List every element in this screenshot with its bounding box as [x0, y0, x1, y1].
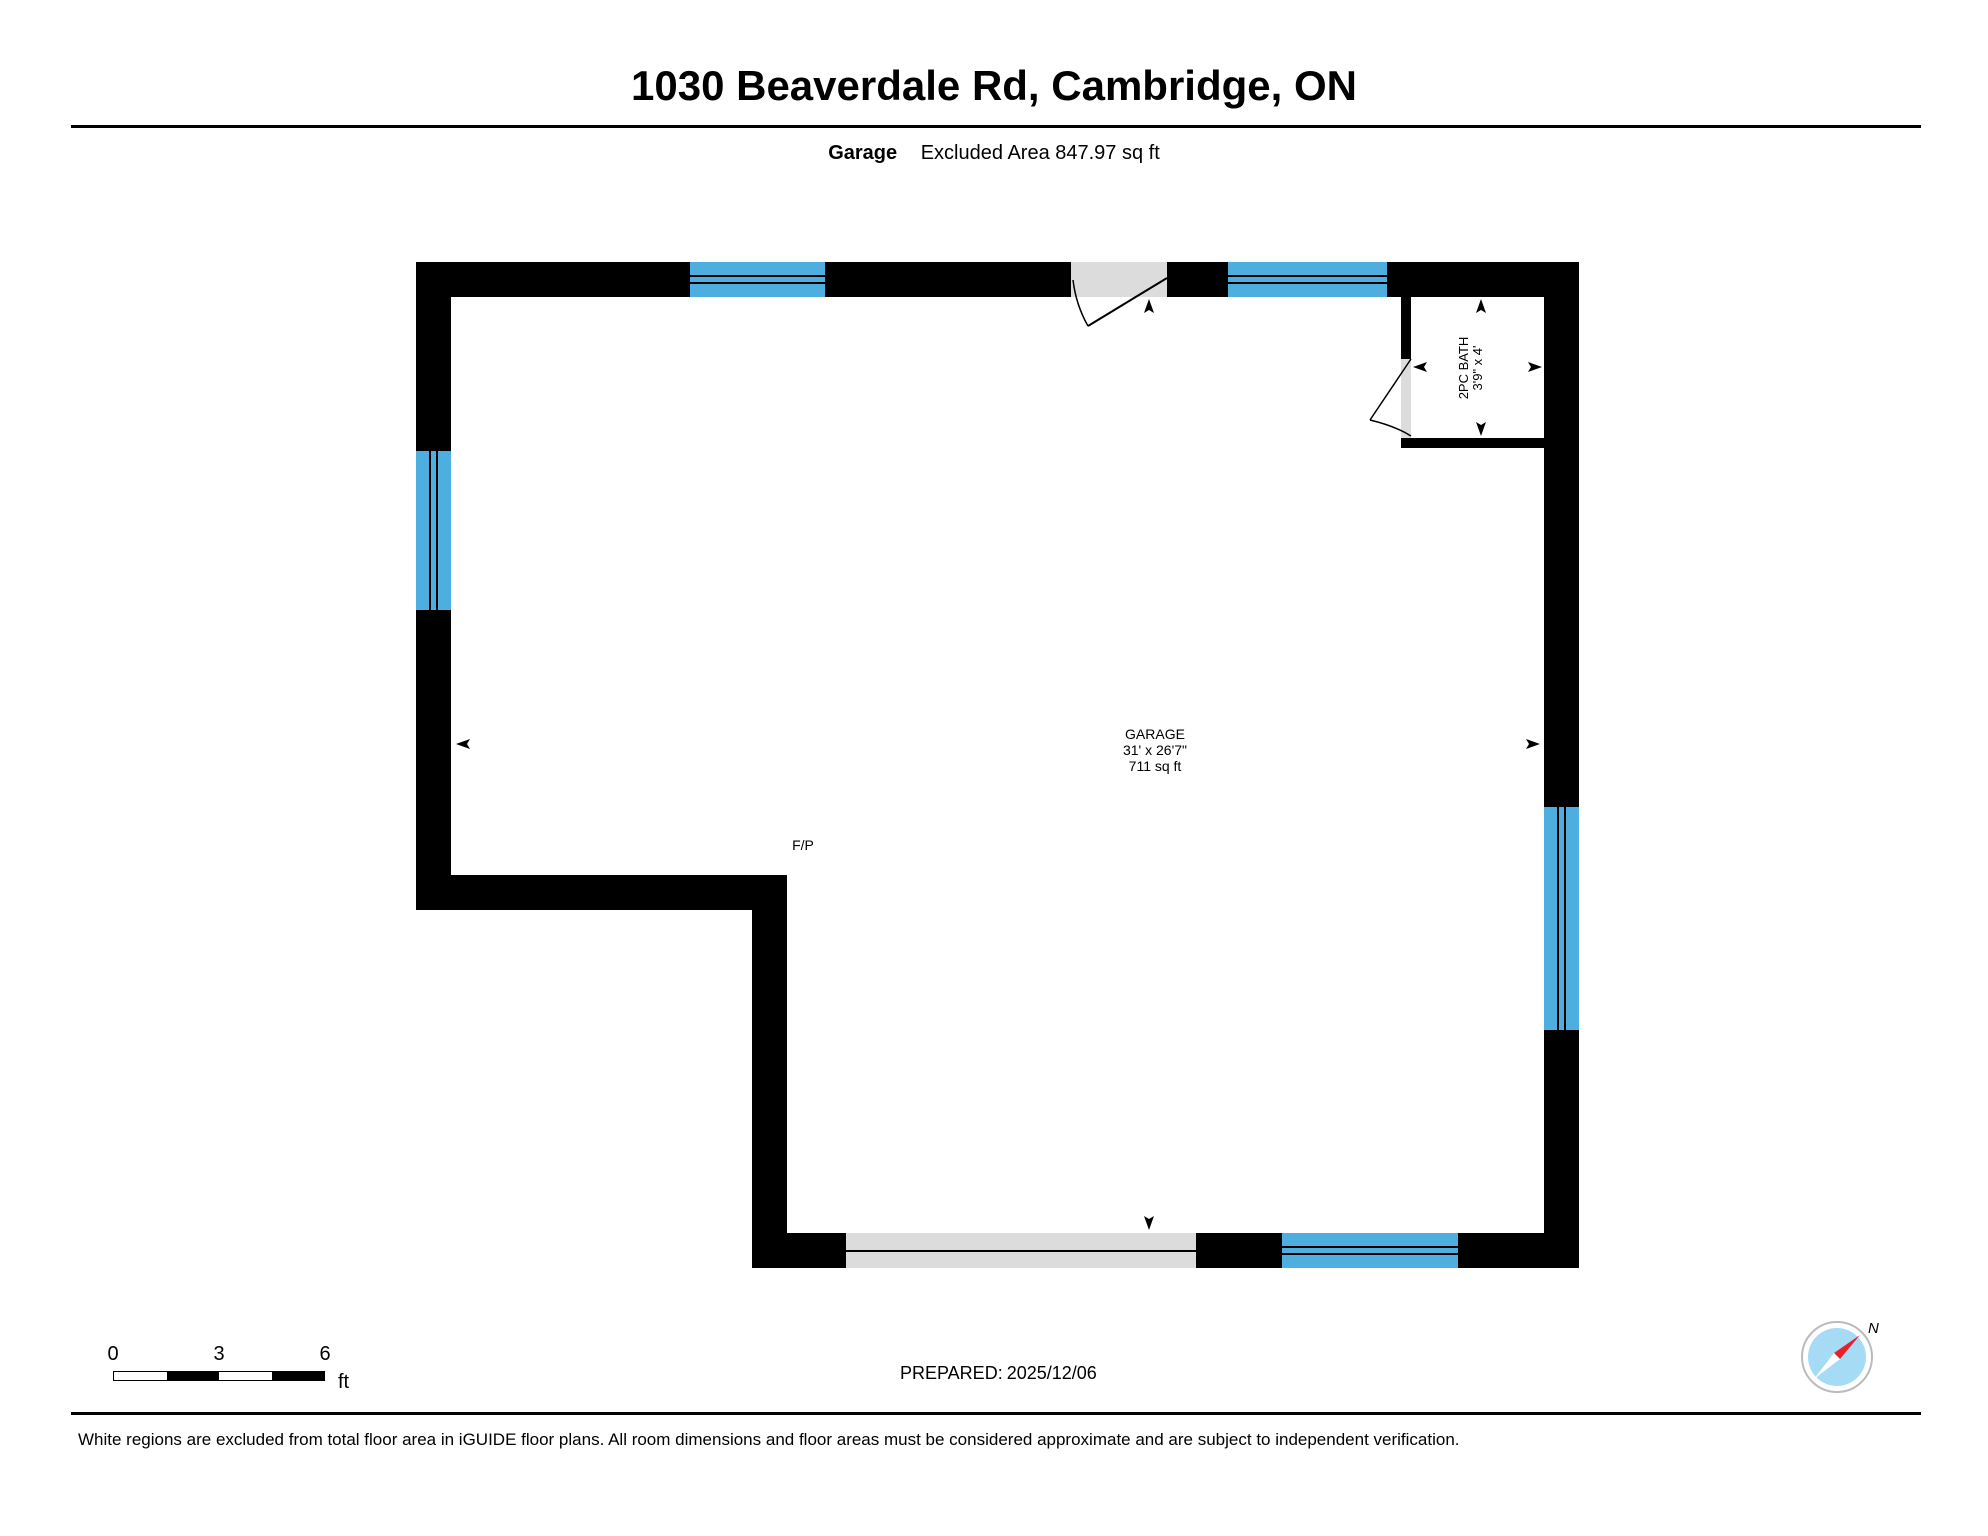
garage-area: 711 sq ft	[1129, 758, 1182, 774]
scale-unit: ft	[338, 1371, 350, 1393]
bath-name: 2PC BATH	[1456, 337, 1471, 400]
wall-step	[416, 875, 787, 910]
arrow-left	[456, 739, 470, 749]
fireplace-label: F/P	[792, 837, 814, 853]
scale-bar: 0 3 6 ft	[107, 1343, 368, 1403]
bath-arrow-right	[1528, 362, 1542, 372]
scale-tick-0: 0	[107, 1343, 119, 1365]
garage-dims: 31' x 26'7"	[1123, 742, 1187, 758]
wall-inner-vertical	[752, 875, 787, 1268]
bath-arrow-bottom	[1476, 422, 1486, 436]
disclaimer: White regions are excluded from total fl…	[78, 1430, 1460, 1449]
floor-subtitle: Garage Excluded Area 847.97 sq ft	[0, 142, 1988, 165]
compass-north-label: N	[1868, 1320, 1879, 1337]
title-rule	[71, 125, 1921, 128]
prepared-label: PREPARED:	[900, 1363, 1003, 1383]
prepared-value: 2025/12/06	[1006, 1363, 1097, 1383]
garage-door	[846, 1233, 1196, 1268]
dimension-arrow-icon	[456, 299, 1542, 1230]
excluded-area: Excluded Area 847.97 sq ft	[920, 142, 1160, 164]
floor-name: Garage	[828, 142, 898, 164]
window-top-2	[1228, 262, 1387, 297]
scale-tick-6: 6	[319, 1343, 331, 1365]
window-bottom	[1282, 1233, 1458, 1268]
arrow-right	[1526, 739, 1540, 749]
bath-wall-bottom	[1401, 438, 1551, 448]
doors	[846, 262, 1412, 1268]
windows	[416, 262, 1579, 1268]
bath-door	[1369, 358, 1412, 438]
window-right	[1544, 807, 1579, 1030]
bath-dims: 3'9" x 4'	[1470, 346, 1485, 391]
compass-icon: N	[1801, 1320, 1879, 1393]
bath-arrow-left	[1413, 362, 1427, 372]
arrow-top	[1144, 299, 1154, 313]
window-left	[416, 451, 451, 610]
bath-arrow-top	[1476, 299, 1486, 313]
garage-name: GARAGE	[1125, 726, 1185, 742]
footer-rule	[71, 1412, 1921, 1415]
entry-door	[1071, 262, 1168, 327]
arrow-bottom	[1144, 1216, 1154, 1230]
scale-tick-3: 3	[213, 1343, 225, 1365]
page-title: 1030 Beaverdale Rd, Cambridge, ON	[631, 62, 1357, 109]
bath-wall-left	[1401, 297, 1411, 359]
floor-plan: GARAGE 31' x 26'7" 711 sq ft F/P 2PC BAT…	[416, 262, 1579, 1268]
window-top-1	[690, 262, 825, 297]
wall-right	[1544, 262, 1579, 1268]
prepared-date: PREPARED:2025/12/06	[900, 1363, 1097, 1384]
scale-bar-graphic	[113, 1371, 325, 1381]
